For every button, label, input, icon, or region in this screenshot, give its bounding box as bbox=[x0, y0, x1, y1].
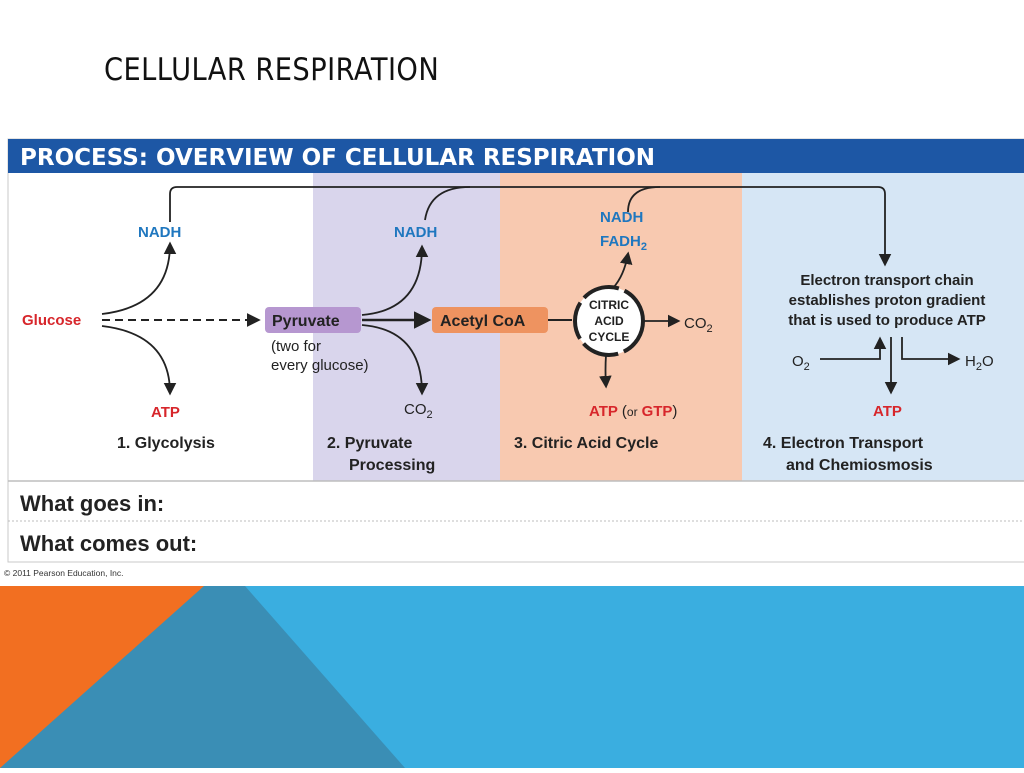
cycle-text-line3: CYCLE bbox=[589, 330, 630, 344]
pyruvate-stage-line2: Processing bbox=[349, 457, 435, 474]
decorative-footer bbox=[0, 586, 1024, 768]
pyruvate-to-co2-arrow bbox=[361, 324, 429, 396]
etc-description-line1: Electron transport chain bbox=[800, 272, 973, 289]
pyruvate-to-nadh-arrow bbox=[361, 244, 429, 316]
etc-description-line3: that is used to produce ATP bbox=[788, 312, 986, 329]
pyruvate-stage-line1: 2. Pyruvate bbox=[327, 435, 412, 452]
cycle-text-line2: ACID bbox=[594, 314, 624, 328]
banner-title: PROCESS: OVERVIEW OF CELLULAR RESPIRATIO… bbox=[20, 145, 655, 171]
glycolysis-stage-label: 1. Glycolysis bbox=[117, 435, 215, 452]
etc-atp-label: ATP bbox=[873, 403, 902, 420]
cycle-text-line1: CITRIC bbox=[589, 298, 629, 312]
glycolysis-atp-label: ATP bbox=[151, 404, 180, 421]
etc-stage-bg bbox=[742, 173, 1024, 481]
acetyl-coa-box bbox=[432, 307, 548, 333]
glycolysis-nadh-label: NADH bbox=[138, 224, 181, 241]
pyruvate-box bbox=[265, 307, 361, 333]
citric-nadh-join bbox=[627, 186, 661, 213]
pyruvate-co2-label: CO2 bbox=[404, 401, 433, 421]
respiration-diagram: PROCESS: OVERVIEW OF CELLULAR RESPIRATIO… bbox=[0, 130, 1024, 586]
etc-description-line2: establishes proton gradient bbox=[789, 292, 986, 309]
citric-co2-label: CO2 bbox=[684, 315, 713, 335]
pyruvate-nadh-label: NADH bbox=[394, 224, 437, 241]
etc-o2-label: O2 bbox=[792, 353, 810, 373]
pyruvate-nadh-join bbox=[424, 186, 471, 221]
footer-orange-triangle bbox=[0, 586, 204, 768]
acetyl-coa-label: Acetyl CoA bbox=[440, 313, 526, 330]
chain-to-h2o-arrow bbox=[901, 337, 961, 366]
copyright-text: © 2011 Pearson Education, Inc. bbox=[4, 568, 124, 578]
pyruvate-note-line1: (two for bbox=[271, 338, 321, 355]
cycle-to-nadh-arrow bbox=[612, 251, 633, 289]
citric-nadh-label: NADH bbox=[600, 209, 643, 226]
pyruvate-box-label: Pyruvate bbox=[272, 313, 340, 330]
glucose-label: Glucose bbox=[22, 312, 81, 329]
pyruvate-note-line2: every glucose) bbox=[271, 357, 369, 374]
etc-stage-line1: 4. Electron Transport bbox=[763, 435, 924, 452]
citric-acid-cycle-ring bbox=[573, 285, 645, 357]
glucose-to-atp-arrow bbox=[101, 325, 177, 396]
etc-h2o-label: H2O bbox=[965, 353, 994, 373]
etc-stage-line2: and Chemiosmosis bbox=[786, 457, 933, 474]
what-comes-out-label: What comes out: bbox=[20, 531, 197, 556]
slide-title: CELLULAR RESPIRATION bbox=[104, 52, 440, 88]
banner-bar bbox=[8, 139, 1024, 173]
citric-stage-label: 3. Citric Acid Cycle bbox=[514, 435, 658, 452]
glucose-to-nadh-arrow bbox=[101, 241, 177, 315]
nadh-to-etc-line bbox=[169, 186, 892, 267]
cycle-to-atp-arrow bbox=[599, 354, 612, 389]
citric-fadh2-label: FADH2 bbox=[600, 233, 647, 253]
o2-into-chain-arrow bbox=[820, 336, 887, 360]
what-goes-in-label: What goes in: bbox=[20, 491, 164, 516]
